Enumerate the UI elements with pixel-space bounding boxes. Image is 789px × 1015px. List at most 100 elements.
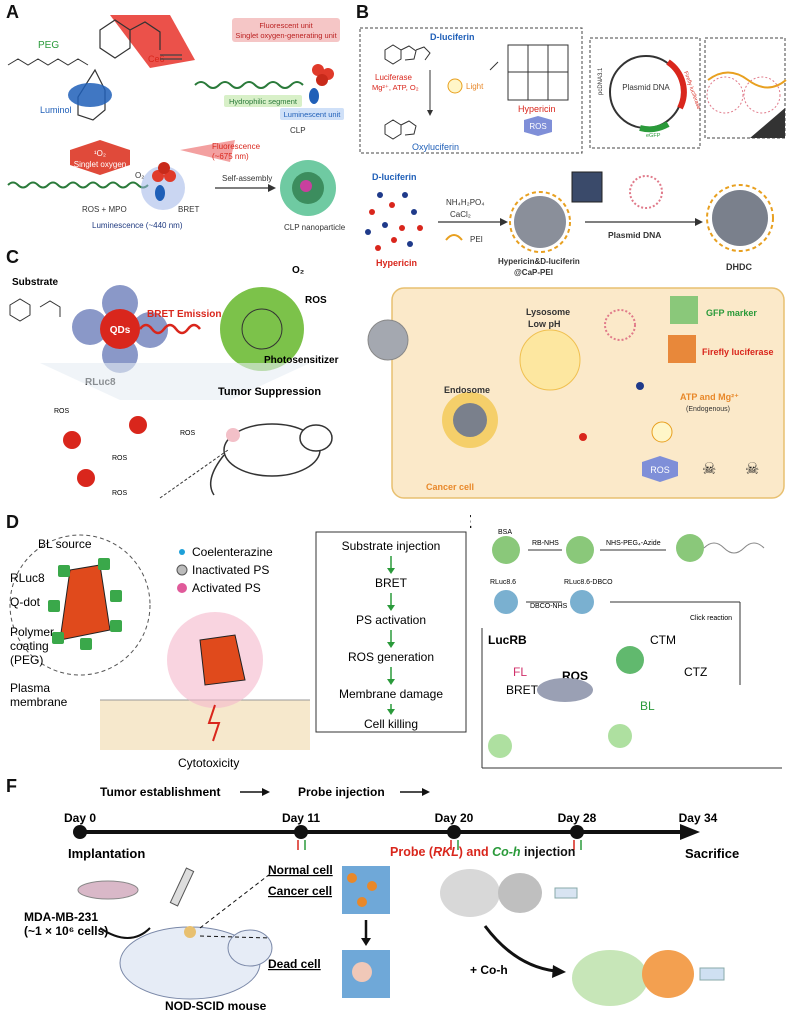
bret-label: BRET <box>178 205 199 214</box>
light-label: Light <box>466 82 484 91</box>
cancer-dot-3 <box>357 897 367 907</box>
panel-label-e: E <box>470 512 472 533</box>
gfp-protein-icon <box>670 296 698 324</box>
day-11-label: Day 11 <box>282 811 320 825</box>
cap-nanoparticle <box>514 196 566 248</box>
clp-np-label: CLP nanoparticle <box>284 223 346 232</box>
mouse-label: NOD-SCID mouse <box>165 999 267 1013</box>
ros-top-label: ROS <box>529 122 546 131</box>
ros-small-4: ROS <box>112 490 128 497</box>
luciferase-label: Luciferase <box>375 73 412 82</box>
timeline-point-day-11 <box>294 825 308 839</box>
fl-label: FL <box>513 665 527 679</box>
np-label-1: Hypericin&D-luciferin <box>498 257 580 266</box>
day-28-label: Day 28 <box>558 811 597 825</box>
plasma-label-2: membrane <box>10 695 68 709</box>
luminol-label: Luminol <box>40 105 72 115</box>
panel-f: F Tumor establishment Probe injection Da… <box>0 778 789 1015</box>
lum-unit-box <box>280 108 344 120</box>
peg-tail <box>703 542 765 554</box>
rluc8-2 <box>72 309 108 345</box>
lucrb-conjugate <box>537 678 593 702</box>
legend-coelenterazine: Coelenterazine <box>192 545 273 559</box>
fluor-unit-box <box>232 18 340 42</box>
ros-badge-top <box>524 116 552 136</box>
pdna-ring <box>629 175 663 209</box>
coh-label: + Co-h <box>470 963 508 977</box>
panel-d: D BL source RLuc8 Q-dot Polymer coating … <box>0 510 470 778</box>
pei-shell <box>509 191 571 253</box>
probe-inj-arrowhead <box>422 788 430 796</box>
day-34-label: Day 34 <box>679 811 718 825</box>
bret-label-e: BRET <box>506 683 539 697</box>
bl-source-circle <box>9 534 151 676</box>
synthesis-arrowhead <box>500 218 508 226</box>
hydrophilic-box <box>224 95 302 107</box>
lysosome-label-1: Lysosome <box>526 307 570 317</box>
polymer-label-3: (PEG) <box>10 653 43 667</box>
mouse-f-tumor <box>184 926 196 938</box>
injection-markers <box>297 840 582 850</box>
step-arrowhead-4 <box>387 679 395 685</box>
panel-label-c: C <box>6 247 19 267</box>
membrane <box>100 700 310 750</box>
probe-tag-blue <box>699 967 725 981</box>
plasmid-arrowhead <box>695 218 703 226</box>
probe-protein-grey-1 <box>440 869 500 917</box>
d-luciferin-label: D-luciferin <box>372 172 417 182</box>
released-luciferin <box>636 382 644 390</box>
mouse-tumor <box>226 428 240 442</box>
nhs-peg-label: NHS-PEG₄-Azide <box>606 540 661 547</box>
polymer-label-2: coating <box>10 639 49 653</box>
rluc8-4 <box>132 312 168 348</box>
cells-label: (~1 × 10⁶ cells) <box>24 924 108 938</box>
bottom-red-3 <box>158 162 170 174</box>
step-6: Cell killing <box>364 717 418 731</box>
probe-inj-label: Probe injection <box>298 785 385 799</box>
click-label: Click reaction <box>690 615 732 622</box>
step-3: PS activation <box>356 613 426 627</box>
reaction-arrowhead <box>427 110 433 116</box>
luminol-dish <box>68 83 112 107</box>
skull-icon-1: ☠ <box>702 461 716 478</box>
petri-dish <box>77 880 139 900</box>
np-label-2: @CaP-PEI <box>514 268 553 277</box>
peg-label: PEG <box>38 40 59 51</box>
timeline-arrowhead <box>680 824 700 840</box>
pei-curve <box>445 234 463 241</box>
legend-coelenterazine-dot <box>179 549 185 555</box>
plasmid-label-1: Plasmid DNA <box>622 83 670 92</box>
rluc86-label: RLuc8.6 <box>490 579 516 586</box>
bl-source-label: BL source <box>38 537 92 551</box>
bsa-label: BSA <box>498 529 512 536</box>
zoom-ring-1 <box>706 76 744 114</box>
clp-chain-bottom <box>7 181 149 189</box>
coh-arrow <box>483 925 556 973</box>
cancer-dot-1 <box>347 873 357 883</box>
lucrb-label: LucRB <box>488 633 527 647</box>
gfp-label: GFP marker <box>706 308 757 318</box>
plasma-label-1: Plasma <box>10 681 50 695</box>
small-qd-3 <box>77 469 95 487</box>
cancer-dot-2 <box>367 881 377 891</box>
legend-inactivated-dot <box>176 564 188 576</box>
zoom-cone <box>40 363 310 400</box>
death-arrowhead <box>361 938 371 946</box>
pei-label: PEI <box>470 235 483 244</box>
singlet-o2-label: Singlet oxygen <box>74 160 126 169</box>
o2-label-c: O₂ <box>292 265 304 276</box>
mouse-head <box>299 424 333 452</box>
ce6-ring <box>99 19 161 59</box>
egfp-arc <box>639 121 670 133</box>
oxyluciferin-structure <box>384 119 417 140</box>
luciferin-structure <box>384 44 431 65</box>
probe-title: Probe (RKL) and Co-h injection <box>390 845 575 859</box>
hypericin-structure <box>507 44 569 101</box>
bl-label: BL <box>640 699 655 713</box>
cytotoxicity-label: Cytotoxicity <box>178 756 239 770</box>
cancer-cell-label-f: Cancer cell <box>268 884 332 898</box>
luminescence-label: Luminescence (~440 nm) <box>92 221 183 230</box>
mda-label: MDA-MB-231 <box>24 910 98 924</box>
firefly-label: Firefly luciferase <box>702 347 774 357</box>
photosensitizer-label: Photosensitizer <box>264 355 339 366</box>
